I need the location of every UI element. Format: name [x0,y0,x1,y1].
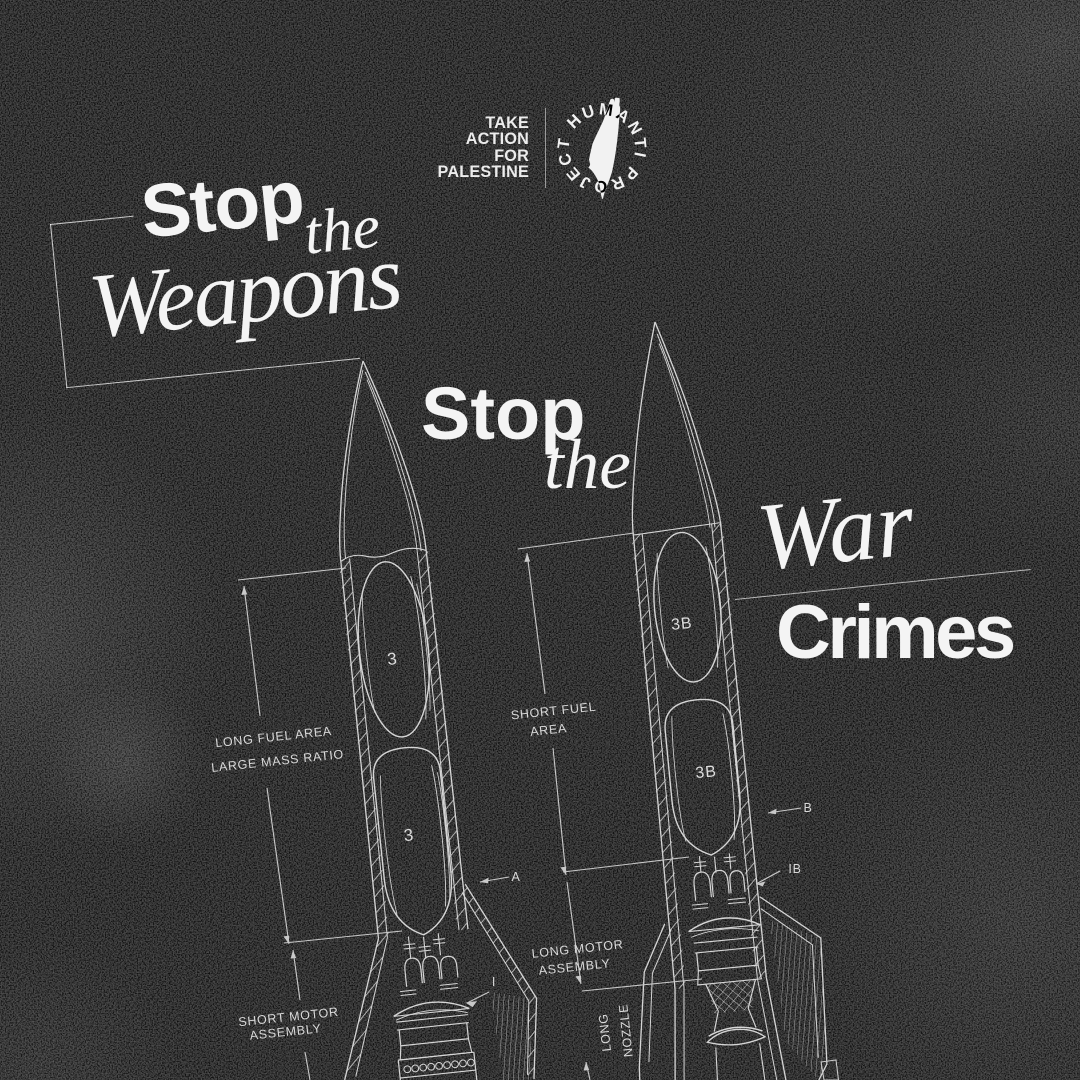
svg-text:3B: 3B [695,763,718,782]
svg-text:IB: IB [788,862,801,876]
svg-text:LONG: LONG [596,1013,614,1052]
svg-text:3: 3 [386,649,397,669]
svg-text:AREA: AREA [530,721,568,739]
svg-text:SHORT FUEL: SHORT FUEL [510,700,597,723]
svg-text:B: B [803,801,812,815]
svg-text:NOZZLE: NOZZLE [616,1003,636,1058]
svg-text:LONG FUEL AREA: LONG FUEL AREA [215,724,333,750]
svg-text:I: I [492,975,496,989]
svg-text:ASSEMBLY: ASSEMBLY [538,956,611,977]
svg-text:LARGE MASS RATIO: LARGE MASS RATIO [211,747,345,775]
svg-text:3: 3 [403,825,414,845]
svg-text:3B: 3B [670,615,693,634]
svg-text:A: A [511,870,520,884]
